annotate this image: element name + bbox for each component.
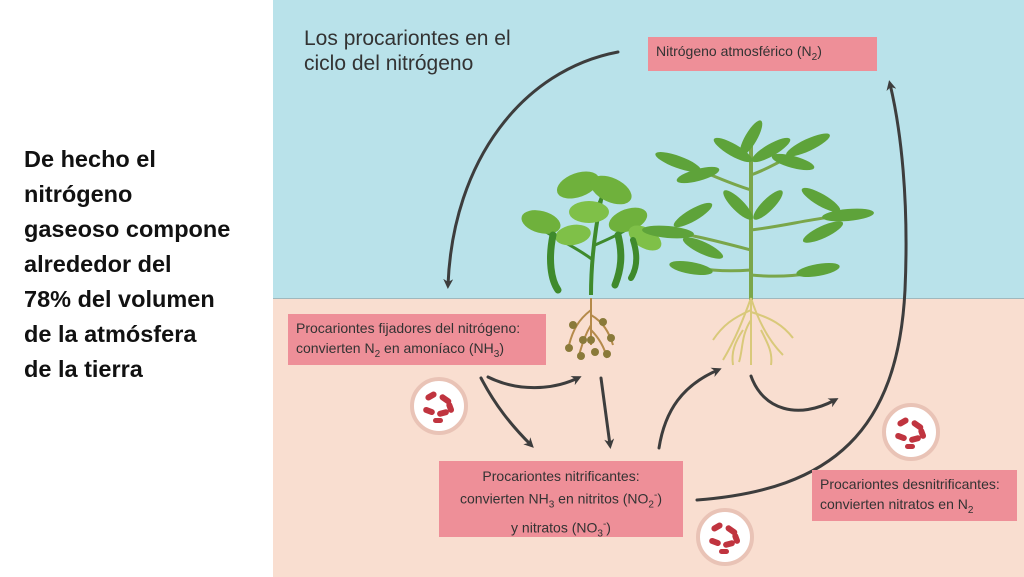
nitrifiers-sub: 3 <box>548 499 555 511</box>
bacteria-nitrifiers <box>696 508 754 566</box>
fixers-sub2: 3 <box>493 348 500 360</box>
caption-line: de la atmósfera <box>24 321 197 347</box>
title-line: ciclo del nitrógeno <box>304 52 474 75</box>
diagram-artwork <box>410 50 940 566</box>
atmospheric-text: Nitrógeno atmosférico (N <box>656 43 812 59</box>
atmospheric-nitrogen-label: Nitrógeno atmosférico (N2) <box>648 37 877 71</box>
legume-plant <box>521 171 662 360</box>
nitrogen-cycle-diagram: Los procariontes en el ciclo del nitróge… <box>273 0 1024 577</box>
cycle-arrows <box>443 50 908 502</box>
caption-line: 78% del volumen <box>24 286 215 312</box>
atmospheric-sub: 2 <box>811 51 818 63</box>
caption-line: alrededor del <box>24 251 172 277</box>
nitrifiers-line3-post: ) <box>606 520 611 537</box>
caption-line: de la tierra <box>24 356 143 382</box>
fixers-sub: 2 <box>374 348 381 360</box>
caption-line: nitrógeno <box>24 181 133 207</box>
fixers-line1: Procariontes fijadores del nitrógeno: <box>296 320 521 336</box>
tall-plant <box>642 120 874 366</box>
title-line: Los procariontes en el <box>304 27 511 50</box>
caption-line: De hecho el <box>24 146 156 172</box>
nitrifiers-line3-sup: - <box>602 519 607 531</box>
nitrifiers-label: Procariontes nitrificantes: convierten N… <box>439 461 683 540</box>
nitrifiers-sup: - <box>653 490 658 501</box>
nitrifiers-line1: Procariontes nitrificantes: <box>482 468 640 484</box>
left-caption: De hecho el nitrógeno gaseoso compone al… <box>24 142 262 387</box>
bacteria-fixers <box>410 377 468 435</box>
atmospheric-close: ) <box>817 43 822 59</box>
nitrifiers-post: ) <box>657 490 662 507</box>
caption-line: gaseoso compone <box>24 216 231 242</box>
fixers-label: Procariontes fijadores del nitrógeno: co… <box>288 314 546 365</box>
nitrifiers-pre: convierten NH <box>460 490 549 507</box>
diagram-title: Los procariontes en el ciclo del nitróge… <box>304 26 511 76</box>
denitrifiers-sub: 2 <box>967 504 974 516</box>
denitrifiers-pre: convierten nitratos en N <box>820 496 968 512</box>
nitrifiers-sub2: 2 <box>648 499 654 511</box>
denitrifiers-line1: Procariontes desnitrificantes: <box>820 476 1000 492</box>
denitrifiers-label: Procariontes desnitrificantes: convierte… <box>812 470 1017 521</box>
bacteria-denitrifiers <box>882 403 940 461</box>
nitrifiers-line3-sub: 3 <box>597 528 603 540</box>
fixers-mid: en amoníaco (NH <box>380 340 494 356</box>
nitrifiers-line3-pre: y nitratos (NO <box>511 520 598 537</box>
fixers-post: ) <box>499 340 504 356</box>
fixers-pre: convierten N <box>296 340 375 356</box>
nitrifiers-mid: en nitritos (NO <box>554 490 649 507</box>
